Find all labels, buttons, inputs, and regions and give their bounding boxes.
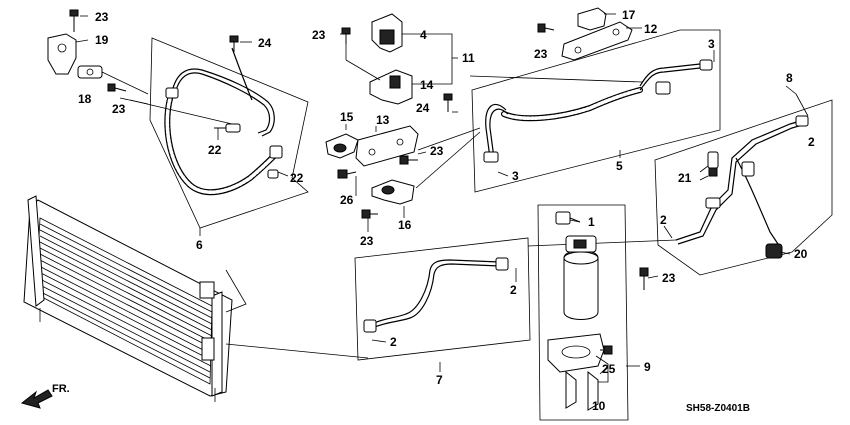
bolt-24-a	[229, 35, 239, 52]
pressure-switch-1	[555, 211, 581, 225]
front-direction-arrow: FR.	[20, 383, 70, 409]
callout-26: 26	[340, 193, 354, 207]
callout-12: 12	[644, 22, 658, 36]
callout-23: 23	[360, 234, 374, 248]
bolt-25	[600, 345, 613, 355]
callout-23: 23	[430, 144, 444, 158]
callout-14: 14	[420, 78, 434, 92]
callout-16: 16	[398, 218, 412, 232]
callout-22: 22	[208, 143, 222, 157]
callout-2: 2	[808, 135, 815, 149]
receiver-bracket	[547, 333, 605, 411]
clamp-15	[325, 133, 359, 159]
clip-18	[77, 65, 103, 79]
callout-2: 2	[510, 283, 517, 297]
callout-3: 3	[708, 37, 715, 51]
callout-25: 25	[602, 362, 616, 376]
callout-13: 13	[376, 113, 390, 127]
bracket-13	[355, 125, 419, 167]
direction-label: FR.	[52, 383, 70, 395]
callout-18: 18	[78, 92, 92, 106]
bolt-26	[337, 169, 357, 179]
callout-24: 24	[258, 36, 272, 50]
discharge-hose-6	[164, 47, 283, 196]
callout-20: 20	[794, 247, 808, 261]
callout-6: 6	[196, 238, 203, 252]
callout-17: 17	[622, 8, 636, 22]
bolt-23-b	[107, 83, 127, 92]
callout-11: 11	[462, 51, 475, 65]
callout-21: 21	[678, 171, 692, 185]
liquid-pipe-frame	[354, 237, 531, 361]
callout-19: 19	[95, 33, 109, 47]
discharge-pipe-frame	[654, 99, 833, 276]
bolt-23-f	[361, 209, 378, 219]
callout-3: 3	[512, 169, 519, 183]
callout-1: 1	[588, 215, 595, 229]
bolt-23-d	[537, 23, 555, 33]
callout-labels: 23 19 18 23 24 22 22 6 23 4 11 14 17 12 …	[78, 8, 815, 413]
callout-4: 4	[420, 28, 427, 42]
bracket-14	[369, 69, 413, 105]
callout-10: 10	[592, 399, 606, 413]
diagram-code: SH58-Z0401B	[686, 403, 750, 414]
bolt-24-b	[443, 93, 453, 112]
callout-7: 7	[436, 373, 443, 387]
callout-23: 23	[534, 47, 548, 61]
callout-23: 23	[312, 28, 326, 42]
bracket-19	[47, 9, 79, 75]
condenser	[23, 195, 247, 402]
receiver-frame	[537, 204, 629, 421]
liquid-line-7	[363, 257, 509, 333]
receiver-dryer-9	[563, 235, 599, 320]
callout-23: 23	[95, 10, 109, 24]
hose-assembly-frame	[149, 37, 309, 229]
callout-15: 15	[340, 110, 354, 124]
callout-9: 9	[644, 360, 651, 374]
callout-2: 2	[660, 213, 667, 227]
suction-pipe-5	[483, 59, 713, 163]
leader-lines	[75, 13, 809, 398]
callout-23: 23	[112, 102, 126, 116]
discharge-line-8	[675, 115, 809, 245]
bolt-23-c	[341, 27, 351, 44]
pressure-switch-21	[707, 151, 719, 177]
callout-5: 5	[616, 159, 623, 173]
callout-22: 22	[290, 171, 304, 185]
clamp-16	[371, 179, 415, 205]
clamp-17	[577, 7, 607, 31]
connector-20	[765, 243, 783, 259]
callout-24: 24	[416, 101, 430, 115]
callout-8: 8	[786, 71, 793, 85]
clamp-4	[371, 13, 403, 53]
bolt-23-e	[399, 155, 418, 165]
callout-23: 23	[662, 271, 676, 285]
suction-pipe-frame	[471, 29, 721, 193]
bracket-12	[561, 21, 633, 61]
bolt-23-g	[639, 267, 649, 290]
callout-2: 2	[390, 335, 397, 349]
